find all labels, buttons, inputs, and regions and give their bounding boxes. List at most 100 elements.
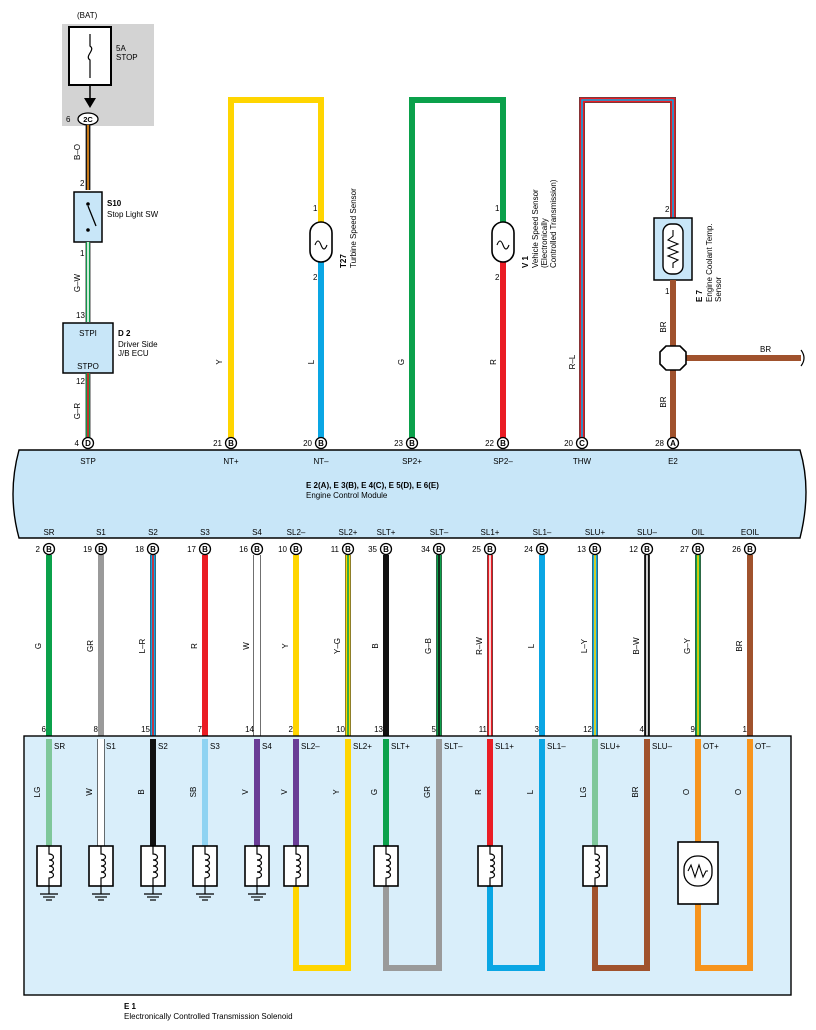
ecm-bottom-pin-label-9: SL1+ bbox=[481, 528, 500, 537]
vss-code: V 1 bbox=[521, 255, 530, 268]
solenoid-pin-num-8: 5 bbox=[432, 725, 437, 734]
slsw-name: Stop Light SW bbox=[107, 210, 159, 219]
ecm-bottom-pin-13-conn: B bbox=[695, 545, 701, 554]
wire-ecm-bottom-label-6: Y–G bbox=[333, 638, 342, 654]
ecm-bottom-pin-num-12: 12 bbox=[629, 545, 638, 554]
slsw-pin-top: 2 bbox=[80, 179, 85, 188]
ecm-bottom-pin-1-conn: B bbox=[98, 545, 104, 554]
solenoid-coil-sltp-winding bbox=[385, 846, 392, 886]
ecm-bottom-pin-3-conn: B bbox=[202, 545, 208, 554]
jb-pin-in: 13 bbox=[76, 311, 85, 320]
solenoid-pin-num-2: 15 bbox=[141, 725, 150, 734]
solenoid-pin-label-3: S3 bbox=[210, 742, 220, 751]
wire-g-w-label: G–W bbox=[73, 273, 82, 292]
ecm-bottom-pin-num-3: 17 bbox=[187, 545, 196, 554]
jb-label-in: STPI bbox=[79, 329, 97, 338]
wire-br-branch-label: BR bbox=[760, 345, 771, 354]
ecm-top-pin-num-5: 20 bbox=[564, 439, 573, 448]
ecm-top-pin-1 bbox=[224, 436, 238, 450]
wire-ect-r-l bbox=[579, 97, 676, 438]
ecm-bottom-pin-9 bbox=[483, 542, 497, 556]
ecm-top-pin-4 bbox=[496, 436, 510, 450]
turbine-pin2: 2 bbox=[313, 273, 318, 282]
ecm-top-pin-0 bbox=[81, 436, 95, 450]
ecm-bottom-pin-3 bbox=[198, 542, 212, 556]
wire-ecm-bottom-label-9: R–W bbox=[475, 637, 484, 655]
transmission-solenoid-block bbox=[23, 735, 792, 996]
solenoid-pin-label-13: OT+ bbox=[703, 742, 719, 751]
solenoid-coil-s2 bbox=[140, 845, 166, 887]
ecm-bottom-pin-11 bbox=[588, 542, 602, 556]
ecm-bottom-pin-2-conn: B bbox=[150, 545, 156, 554]
ecm-bottom-pin-9-conn: B bbox=[487, 545, 493, 554]
ecm-bottom-pin-label-3: S3 bbox=[200, 528, 210, 537]
ecm-top-pin-3-conn: B bbox=[409, 439, 415, 448]
ecm-bottom-pin-label-2: S2 bbox=[148, 528, 158, 537]
ect-code: E 7 bbox=[695, 289, 704, 302]
solenoid-pin-label-14: OT– bbox=[755, 742, 771, 751]
ecm-top-pin-num-0: 4 bbox=[75, 439, 80, 448]
wire-ecm-bottom-label-5: Y bbox=[281, 643, 290, 649]
solenoid-coil-sltp bbox=[373, 845, 399, 887]
turbine-speed-sensor-coil bbox=[314, 240, 328, 250]
solenoid-coil-sl2– bbox=[283, 845, 309, 887]
solenoid-pin-label-6: SL2+ bbox=[353, 742, 372, 751]
wire-loop-0 bbox=[293, 739, 351, 971]
wire-solenoid-label-13: O bbox=[682, 789, 691, 795]
ecm-top-pin-label-0: STP bbox=[80, 457, 96, 466]
solenoid-coil-s4 bbox=[244, 845, 270, 887]
wire-ecm-bottom-label-4: W bbox=[242, 642, 251, 650]
ecm-top-pin-num-2: 20 bbox=[303, 439, 312, 448]
jb-code: D 2 bbox=[118, 329, 131, 338]
wire-turbine-l-label: L bbox=[307, 359, 316, 364]
wire-solenoid-label-11: LG bbox=[579, 787, 588, 798]
ect-thermistor-symbol bbox=[666, 230, 680, 268]
ecm-top-pin-label-5: THW bbox=[573, 457, 592, 466]
ecm-bottom-pin-num-7: 35 bbox=[368, 545, 377, 554]
wire-solenoid-label-6: Y bbox=[332, 789, 341, 795]
wire-ecm-bottom-label-2: L–R bbox=[138, 638, 147, 653]
ecm-bottom-pin-12 bbox=[640, 542, 654, 556]
ecm-top-pin-0-conn: D bbox=[85, 439, 91, 448]
wire-solenoid-label-8: GR bbox=[423, 786, 432, 798]
vss-pin2: 2 bbox=[495, 273, 500, 282]
ecm-bottom-pin-7-conn: B bbox=[383, 545, 389, 554]
ecm-bottom-pin-label-6: SL2+ bbox=[339, 528, 358, 537]
ground-s3 bbox=[196, 886, 214, 901]
ect-pin1: 1 bbox=[665, 287, 670, 296]
ecm-bottom-pin-num-5: 10 bbox=[278, 545, 287, 554]
fuse-element bbox=[87, 34, 93, 78]
wire-solenoid-label-7: G bbox=[370, 789, 379, 795]
vss-name: Vehicle Speed Sensor(ElectronicallyContr… bbox=[531, 179, 558, 268]
solenoid-pin-label-1: S1 bbox=[106, 742, 116, 751]
ecm-bottom-pin-label-13: OIL bbox=[692, 528, 705, 537]
vehicle-speed-sensor bbox=[491, 221, 515, 263]
slsw-code: S10 bbox=[107, 199, 122, 208]
solenoid-coil-slup-winding bbox=[594, 846, 601, 886]
wire-loop-1-core bbox=[383, 739, 442, 971]
solenoid-pin-num-3: 7 bbox=[198, 725, 203, 734]
ecm-bottom-pin-label-11: SLU+ bbox=[585, 528, 606, 537]
ecm-bottom-pin-num-13: 27 bbox=[680, 545, 689, 554]
ecm-bottom-pin-label-4: S4 bbox=[252, 528, 262, 537]
ecm-bottom-pin-num-2: 18 bbox=[135, 545, 144, 554]
ecm-top-pin-num-1: 21 bbox=[213, 439, 222, 448]
jb-ecu-box bbox=[62, 322, 114, 374]
wire-turbine-y-label: Y bbox=[215, 359, 224, 365]
solenoid-pin-num-4: 14 bbox=[245, 725, 254, 734]
solenoid-pin-num-13: 9 bbox=[691, 725, 696, 734]
solenoid-pin-num-9: 11 bbox=[479, 725, 488, 734]
ecm-bottom-pin-0-conn: B bbox=[46, 545, 52, 554]
ecm-bottom-pin-label-10: SL1– bbox=[533, 528, 552, 537]
solenoid-pin-label-11: SLU+ bbox=[600, 742, 621, 751]
turbine-pin1: 1 bbox=[313, 204, 318, 213]
solenoid-pin-label-12: SLU– bbox=[652, 742, 673, 751]
solenoid-pin-num-11: 12 bbox=[583, 725, 592, 734]
ecm-bottom-pin-6-conn: B bbox=[345, 545, 351, 554]
solenoid-pin-num-12: 4 bbox=[640, 725, 645, 734]
solenoid-pin-num-5: 2 bbox=[289, 725, 294, 734]
ecm-bottom-pin-4-conn: B bbox=[254, 545, 260, 554]
wire-ect-br-label-2: BR bbox=[659, 396, 668, 407]
